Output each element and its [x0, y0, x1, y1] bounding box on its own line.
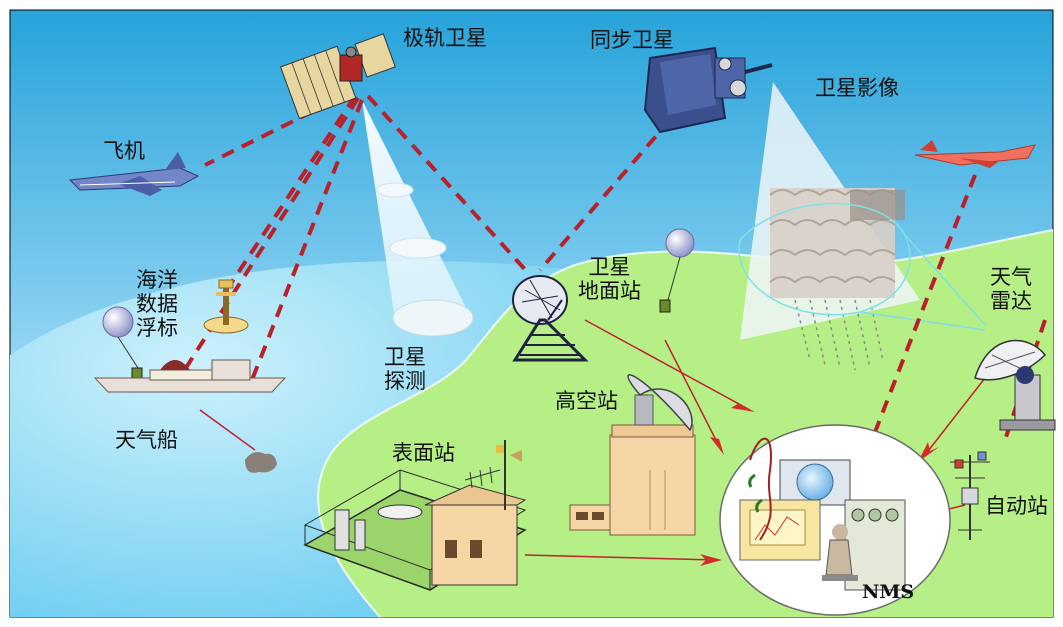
probe-cloud-3 [392, 299, 474, 337]
nms-center-icon [719, 424, 951, 616]
ocean-buoy-icon [203, 279, 249, 334]
dashed-links [173, 90, 1047, 446]
aircraft-icon [68, 152, 200, 196]
polar-satellite-icon [279, 33, 396, 120]
arrow-heads [700, 398, 944, 566]
label-satellite-probe: 卫星 探测 [384, 345, 426, 393]
satellite-probe-beam [362, 100, 472, 320]
weather-ship-balloon-icon [102, 306, 143, 381]
label-satellite-image: 卫星影像 [815, 76, 899, 100]
ship-smoke-cloud [245, 452, 277, 473]
radar-coverage [738, 202, 911, 316]
weather-ship-icon [93, 359, 287, 393]
probe-cloud-2 [389, 237, 447, 259]
radar-beam-lower [859, 311, 986, 331]
automatic-station-icon [950, 451, 990, 540]
label-weather-radar: 天气 雷达 [990, 265, 1032, 313]
upper-air-balloon-icon [659, 228, 695, 313]
weather-radar-icon [974, 339, 1056, 431]
aircraft-right-icon [914, 140, 1036, 168]
rain-streaks [794, 299, 884, 371]
label-satellite-ground-station: 卫星 地面站 [578, 255, 641, 303]
label-ocean-buoy: 海洋 数据 浮标 [136, 268, 178, 340]
cloud-system [769, 188, 905, 298]
label-aircraft: 飞机 [103, 139, 145, 163]
radar-beam-upper [904, 234, 986, 326]
label-polar-satellite: 极轨卫星 [403, 26, 487, 50]
surface-station-icon [303, 440, 527, 591]
geo-satellite-icon [643, 46, 773, 134]
label-upper-air-station: 高空站 [555, 389, 618, 413]
label-surface-station: 表面站 [392, 441, 455, 465]
upper-air-station-icon [569, 374, 696, 536]
satellite-ground-station-icon [512, 275, 589, 362]
label-geo-satellite: 同步卫星 [590, 28, 674, 52]
label-automatic-station: 自动站 [985, 494, 1048, 518]
label-weather-ship: 天气船 [115, 428, 178, 452]
label-nms: NMS [862, 581, 914, 603]
probe-cloud-1 [376, 182, 414, 198]
